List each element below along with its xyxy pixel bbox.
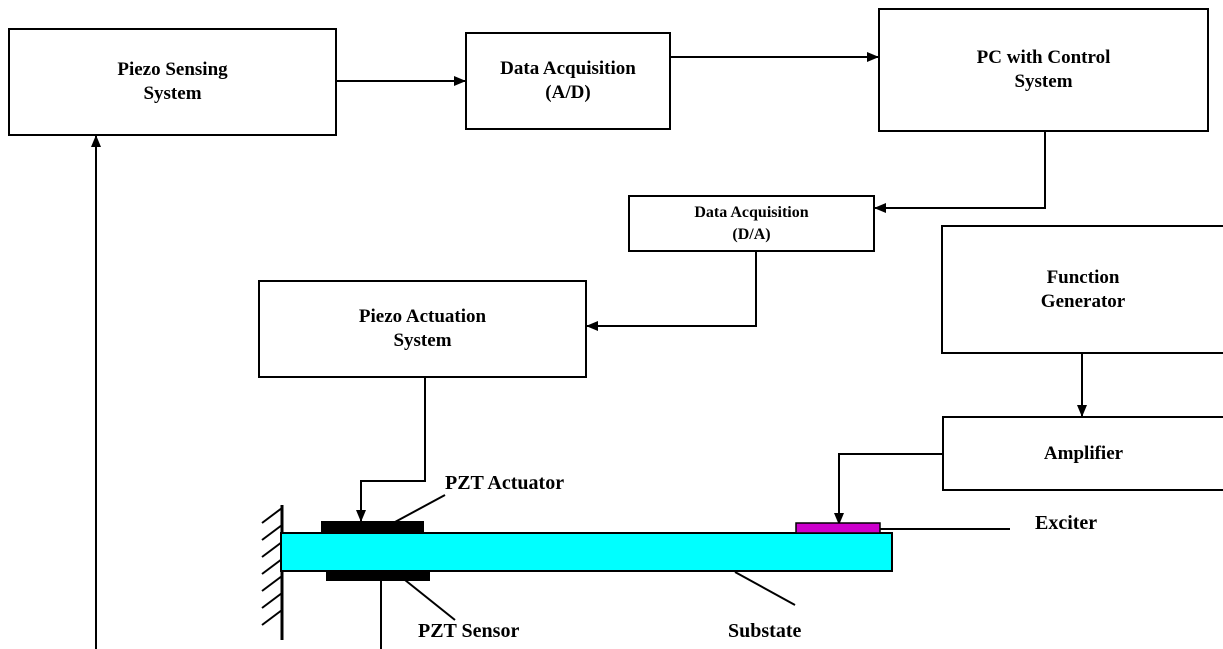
- piezo-actuation-system-label: Piezo Actuation System: [358, 306, 487, 351]
- arrow-amplifier-to-exciter: [834, 453, 942, 525]
- function-generator-label: Function Generator: [1040, 266, 1126, 312]
- piezo-sensing-system-block: Piezo Sensing System: [8, 28, 337, 136]
- pzt-actuator-leader: [394, 494, 446, 523]
- piezo-actuation-system-block: Piezo Actuation System: [258, 280, 587, 378]
- pc-control-system-label: PC with Control System: [976, 47, 1111, 92]
- exciter-patch: [795, 522, 881, 534]
- data-acquisition-da-block: Data Acquisition (D/A): [628, 195, 875, 252]
- pzt-sensor-label: PZT Sensor: [418, 620, 520, 642]
- function-generator-block: Function Generator: [941, 225, 1223, 354]
- pzt-actuator-patch: [321, 521, 424, 533]
- data-acquisition-ad-label: Data Acquisition (A/D): [500, 58, 636, 103]
- wall-hatch: [261, 507, 283, 626]
- substrate-label: Substate: [728, 620, 802, 642]
- pc-control-system-block: PC with Control System: [878, 8, 1209, 132]
- pzt-sensor-leader: [404, 579, 456, 621]
- arrow-actuation-to-pzt-actuator: [356, 378, 426, 522]
- pzt-actuator-label: PZT Actuator: [445, 472, 565, 494]
- amplifier-label: Amplifier: [1043, 442, 1124, 464]
- substrate-beam: [280, 532, 893, 572]
- arrow-daq-da-to-actuation: [586, 252, 757, 331]
- data-acquisition-da-label: Data Acquisition (D/A): [694, 203, 809, 243]
- piezo-sensing-system-label: Piezo Sensing System: [117, 59, 228, 104]
- pzt-sensor-patch: [326, 571, 430, 581]
- exciter-label: Exciter: [1035, 512, 1098, 534]
- substrate-leader: [734, 571, 796, 606]
- data-acquisition-ad-block: Data Acquisition (A/D): [465, 32, 671, 130]
- arrow-pc-to-daq-da: [874, 132, 1046, 213]
- amplifier-block: Amplifier: [942, 416, 1223, 491]
